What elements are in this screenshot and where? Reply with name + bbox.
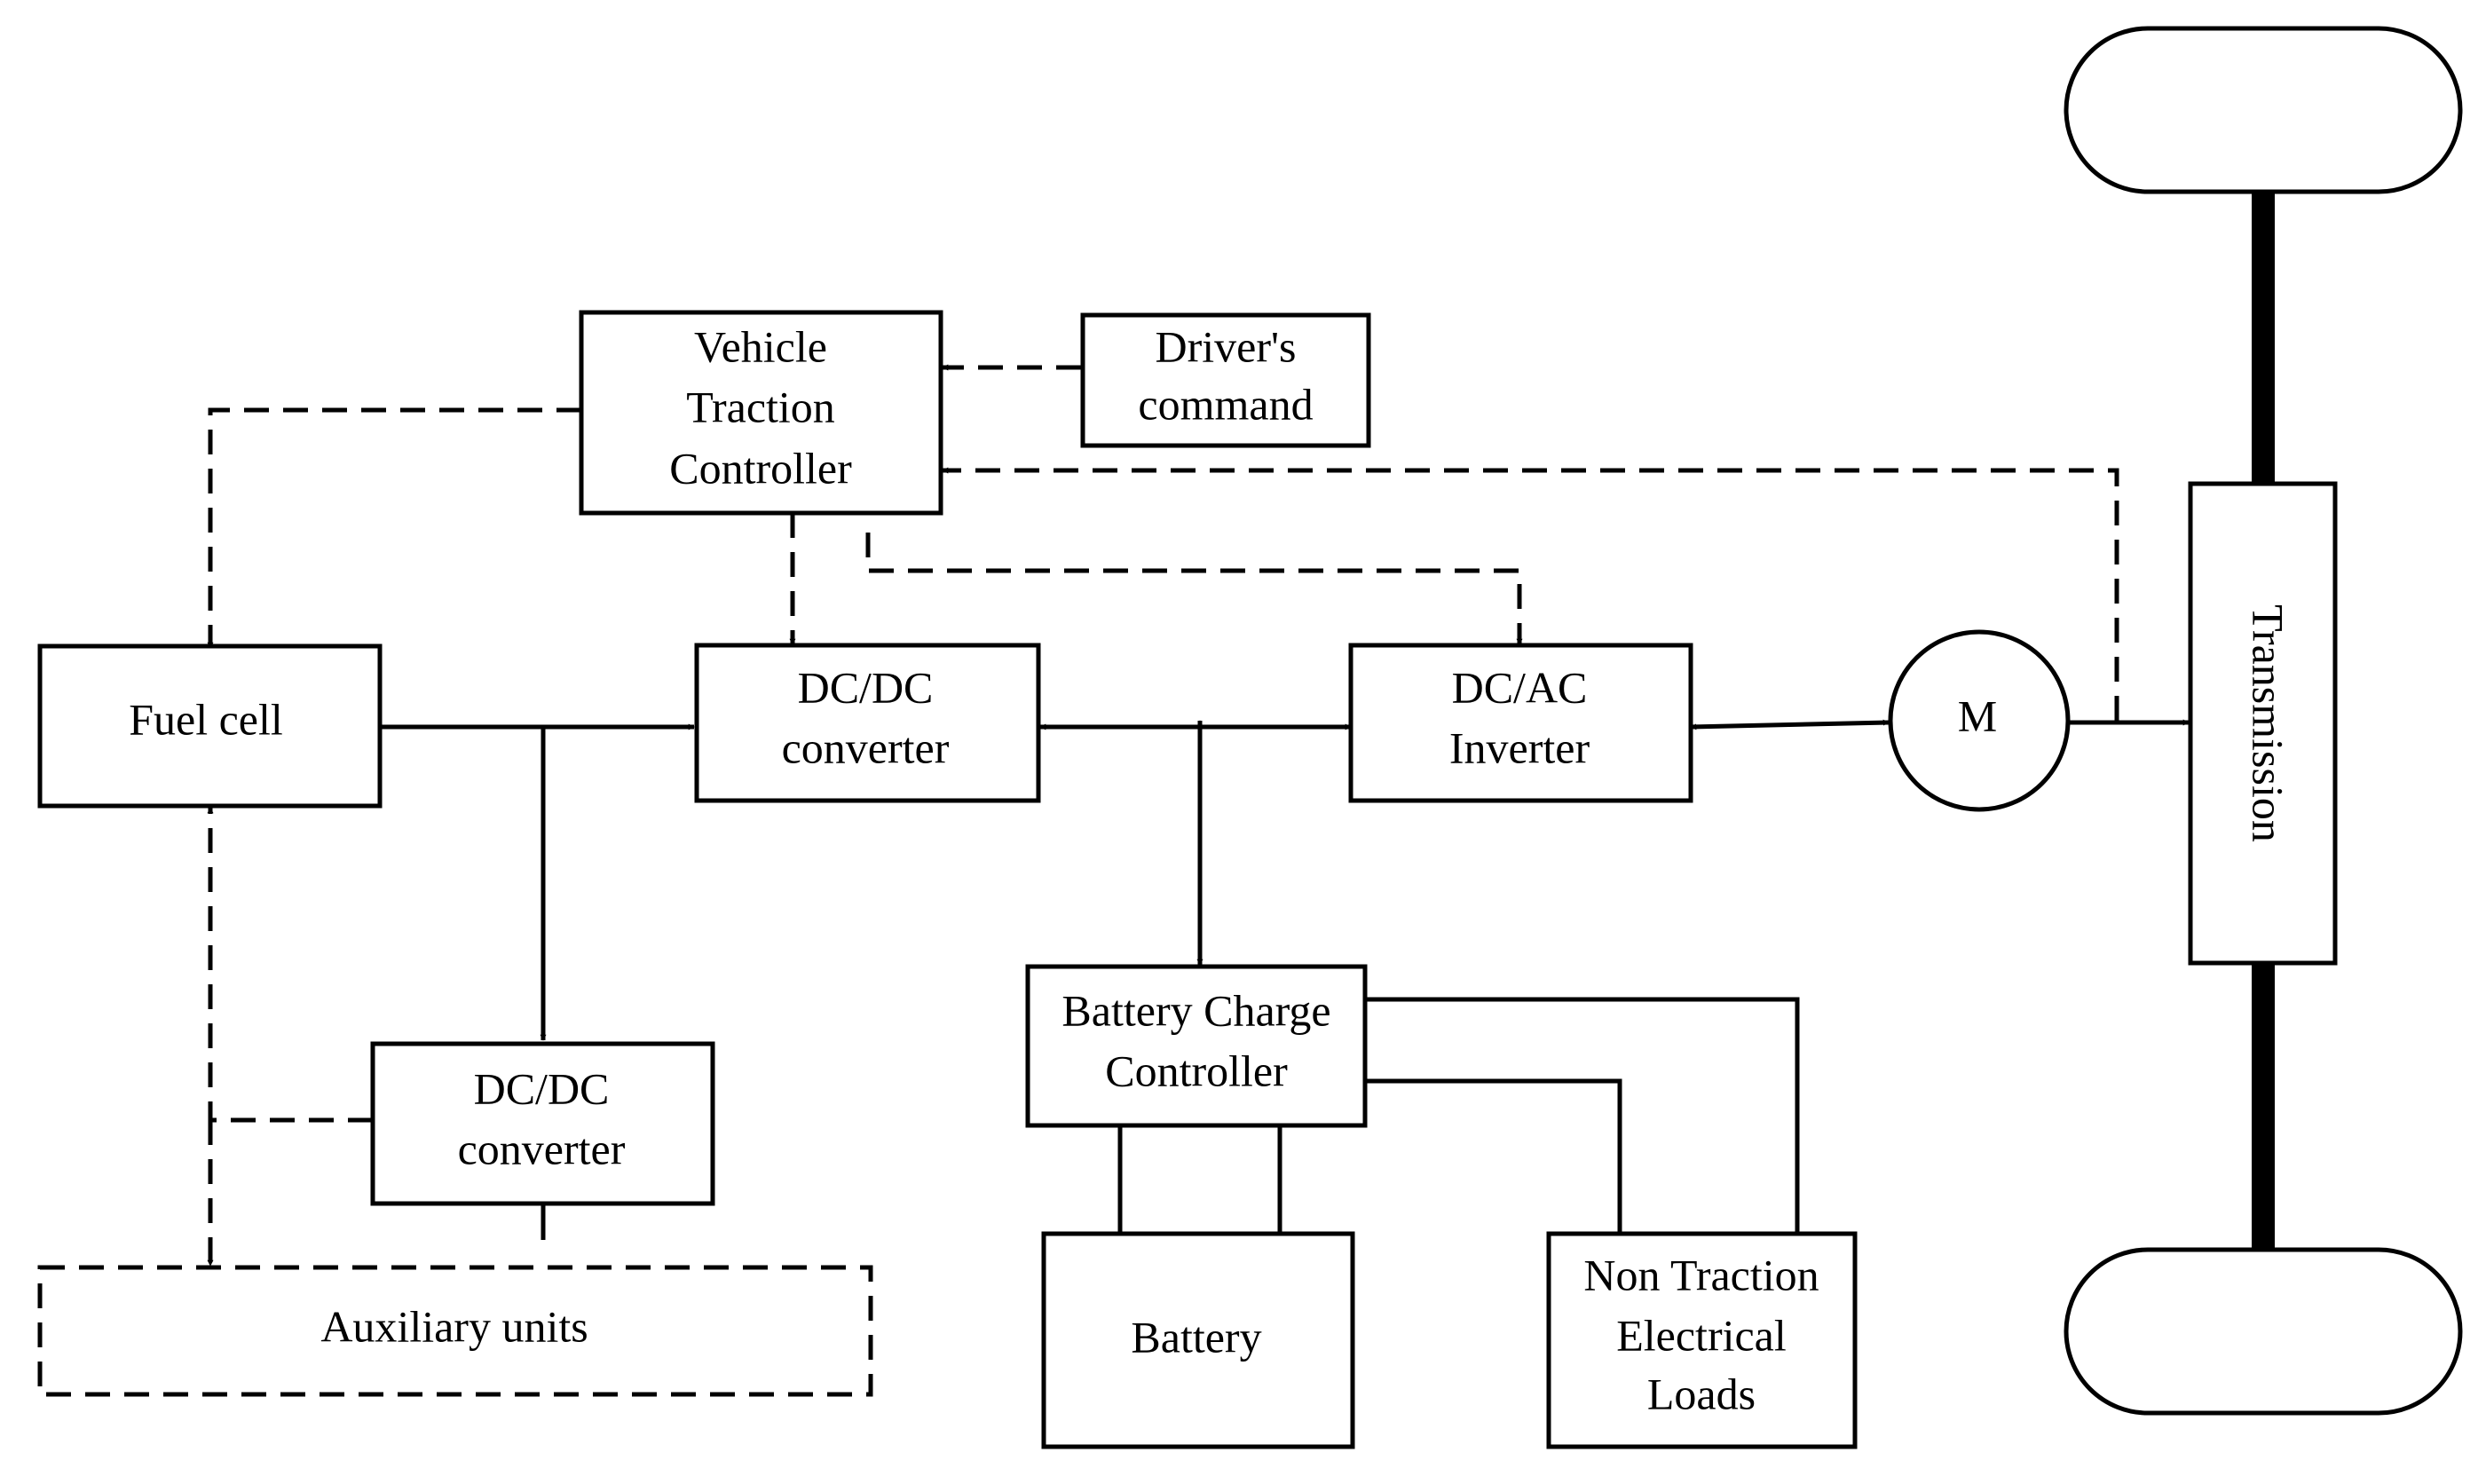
transmission-box: Transmission — [2188, 481, 2338, 966]
battery-label: Battery — [1131, 1312, 1261, 1362]
loads-line-3: Loads — [1647, 1369, 1756, 1418]
dcdc-main-line-2: converter — [782, 722, 950, 772]
inverter-line-1: DC/AC — [1452, 662, 1588, 712]
transmission-feedback-to-vtc-arrow — [942, 467, 2119, 721]
battery-box: Battery — [1041, 1231, 1355, 1449]
vtc-label-line-1: Vehicle — [694, 321, 827, 371]
vtc-label-line-2: Traction — [686, 382, 835, 431]
drivers-command-line-1: Driver's — [1156, 321, 1297, 371]
vehicle-traction-controller: Vehicle Traction Controller — [579, 310, 943, 516]
vtc-label-line-3: Controller — [669, 443, 852, 493]
dcdc-converter-aux-box: DC/DC converter — [370, 1041, 715, 1206]
drivers-command-box: Driver's command — [1080, 312, 1371, 448]
bcc-line-1: Battery Charge — [1061, 985, 1330, 1035]
control-connections — [207, 364, 2119, 1267]
vtc-to-fuelcell-arrow — [207, 407, 581, 649]
dcdc-aux-line-2: converter — [458, 1124, 626, 1173]
motor-node: M — [1888, 629, 2071, 812]
front-wheel — [2064, 26, 2463, 194]
dcdc-converter-main-box: DC/DC converter — [694, 643, 1041, 803]
bcc-line-2: Controller — [1105, 1046, 1288, 1095]
motor-label: M — [1958, 691, 1997, 740]
non-traction-loads-box: Non Traction Electrical Loads — [1546, 1231, 1858, 1449]
inverter-to-motor-arrow — [1690, 719, 1890, 730]
loads-line-1: Non Traction — [1583, 1250, 1819, 1299]
dcdc-aux-line-1: DC/DC — [474, 1063, 610, 1113]
rear-wheel — [2064, 1247, 2463, 1416]
auxiliary-units-label: Auxiliary units — [320, 1301, 588, 1351]
drivers-command-line-2: command — [1138, 379, 1313, 429]
auxiliary-units-box: Auxiliary units — [37, 1265, 873, 1397]
battery-charge-controller-box: Battery Charge Controller — [1025, 964, 1368, 1128]
dcac-inverter-box: DC/AC Inverter — [1348, 643, 1693, 803]
fuel-cell-box: Fuel cell — [37, 643, 383, 809]
vtc-to-inverter-arrow — [865, 533, 1523, 645]
inverter-line-2: Inverter — [1449, 722, 1590, 772]
fuel-cell-label: Fuel cell — [129, 694, 283, 744]
dcdc-main-line-1: DC/DC — [798, 662, 934, 712]
bcc-to-loads-inner-line — [1365, 1078, 1622, 1232]
transmission-label: Transmission — [2244, 604, 2293, 842]
power-connections — [380, 719, 2190, 1240]
aux-dcdc-to-fuelcell-arrow — [207, 807, 373, 1123]
loads-line-2: Electrical — [1616, 1310, 1787, 1360]
bcc-to-loads-outer-line — [1365, 997, 1800, 1232]
